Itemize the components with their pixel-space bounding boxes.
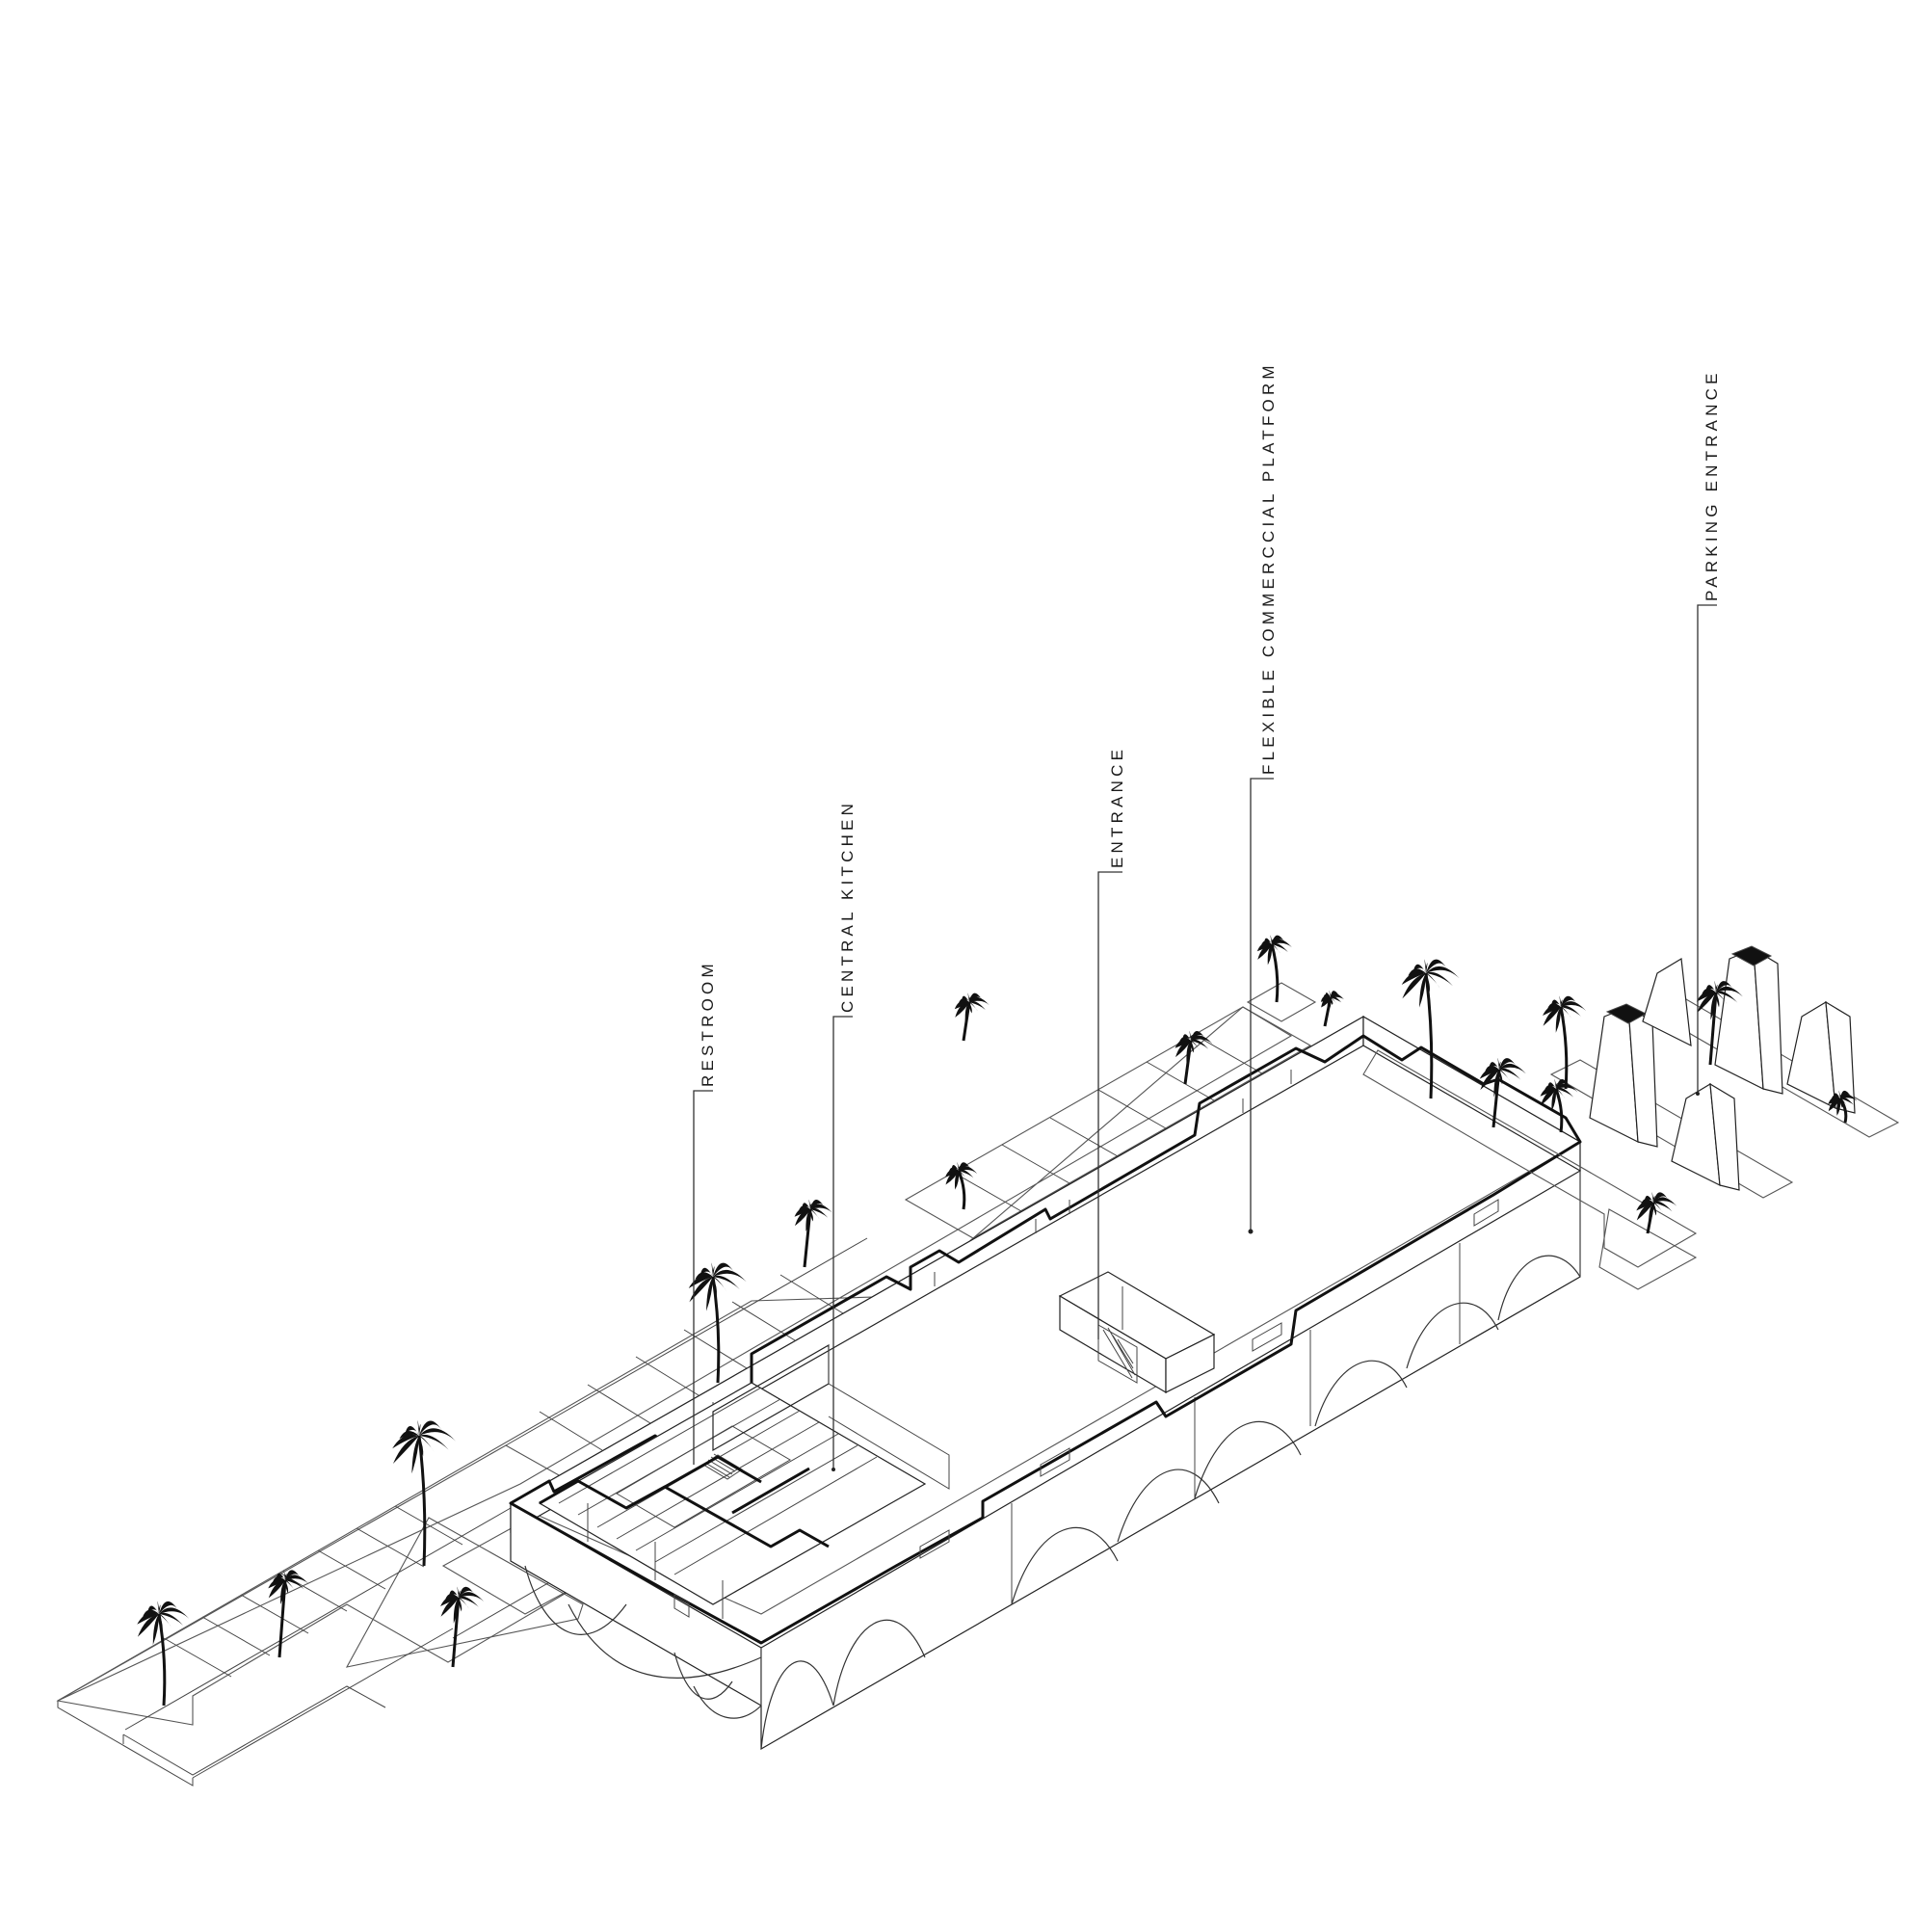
leader-restroom — [693, 1090, 713, 1465]
palm-tree — [954, 992, 990, 1042]
palm-trees — [137, 935, 1858, 1707]
label-entrance: ENTRANCE — [1097, 746, 1126, 1339]
left-garden-deck — [56, 1444, 589, 1786]
palm-tree — [1175, 1030, 1213, 1085]
palm-tree — [1479, 1057, 1526, 1128]
leader-parking-entrance — [1697, 604, 1717, 1094]
leader-entrance — [1097, 871, 1122, 1339]
palm-tree — [1543, 995, 1587, 1090]
palm-tree — [392, 1420, 457, 1567]
palm-tree — [1696, 980, 1743, 1066]
leader-central-kitchen-dot — [832, 1468, 835, 1471]
leader-parking-entrance-dot — [1696, 1092, 1700, 1096]
palm-tree — [688, 1262, 747, 1384]
label-entrance-text: ENTRANCE — [1108, 746, 1126, 868]
palm-tree — [794, 1199, 832, 1268]
palm-tree — [1320, 990, 1344, 1027]
label-restroom: RESTROOM — [693, 960, 717, 1465]
palm-tree — [1540, 1078, 1578, 1133]
label-flexible-platform: FLEXIBLE COMMERCCIAL PLATFORM — [1248, 361, 1278, 1234]
palm-tree — [1401, 959, 1460, 1099]
label-parking-entrance: PARKING ENTRANCE — [1696, 369, 1721, 1096]
leader-central-kitchen — [832, 1016, 853, 1469]
palm-tree — [440, 1586, 485, 1668]
leader-flexible-platform-dot — [1248, 1229, 1254, 1234]
label-flexible-platform-text: FLEXIBLE COMMERCCIAL PLATFORM — [1259, 361, 1278, 775]
palm-tree — [268, 1570, 309, 1658]
main-building — [509, 1015, 1582, 1751]
palm-tree — [137, 1601, 190, 1707]
label-restroom-text: RESTROOM — [699, 960, 717, 1087]
palm-tree — [1636, 1192, 1677, 1234]
label-central-kitchen-text: CENTRAL KITCHEN — [838, 800, 857, 1013]
palm-tree — [1828, 1090, 1858, 1124]
restroom-kitchen-block — [538, 1343, 950, 1619]
label-central-kitchen: CENTRAL KITCHEN — [832, 800, 857, 1471]
leader-flexible-platform — [1250, 778, 1274, 1231]
palm-tree — [1256, 935, 1292, 1003]
label-parking-entrance-text: PARKING ENTRANCE — [1703, 369, 1721, 601]
palm-tree — [945, 1162, 978, 1210]
east-deck — [1362, 1049, 1698, 1290]
